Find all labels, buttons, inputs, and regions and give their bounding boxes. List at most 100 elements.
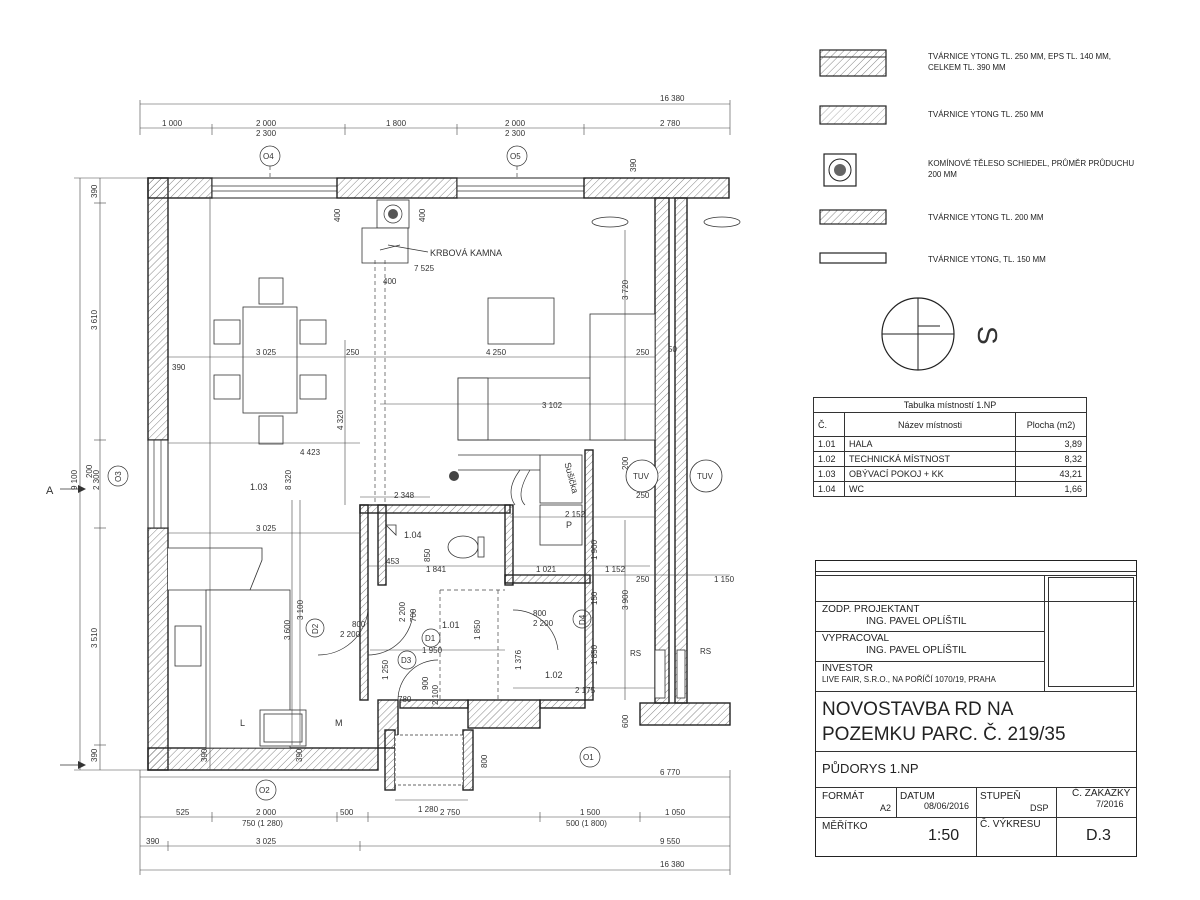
tb-drawing-no-value: D.3 xyxy=(1086,827,1111,844)
dim-left-4: 200 xyxy=(85,464,94,478)
axis-O2: O2 xyxy=(259,786,270,795)
section-A: A xyxy=(46,485,54,497)
north-arrow-icon: S xyxy=(881,297,1003,371)
dim-i-51: 390 xyxy=(295,748,304,762)
tb-format-label: FORMÁT xyxy=(822,791,865,802)
dim-bottom-6770: 6 770 xyxy=(660,768,681,777)
dim-left-2: 3 610 xyxy=(90,309,99,330)
tb-format-value: A2 xyxy=(880,803,892,813)
tb-scale-label: MĚŘÍTKO xyxy=(822,821,868,832)
dim-i-26: 1 152 xyxy=(605,565,626,574)
label-L: L xyxy=(240,718,245,728)
dim-i-18: 250 xyxy=(636,491,650,500)
dim-i-35: 3 100 xyxy=(296,599,305,620)
dim-i-24: 1 021 xyxy=(536,565,557,574)
dim-i-44: 1 250 xyxy=(381,659,390,680)
dim-i-37: 800 xyxy=(352,620,366,629)
tb-scale-value: 1:50 xyxy=(928,827,960,844)
north-label: S xyxy=(972,326,1003,345)
dim-i-8: 250 xyxy=(346,348,360,357)
dim-bottom-1: 525 xyxy=(176,808,190,817)
dim-i-6: 390 xyxy=(172,363,186,372)
staircase: Sušička P xyxy=(449,439,583,546)
wc xyxy=(385,524,485,559)
dim-left-1: 390 xyxy=(90,184,99,198)
dim-i-40: 1 950 xyxy=(422,646,443,655)
tb-vyprac-label: VYPRACOVAL xyxy=(822,633,890,644)
dim-left-5: 2 300 xyxy=(92,469,101,490)
dim-i-31: 800 xyxy=(533,609,547,618)
axis-O3: O3 xyxy=(114,471,123,482)
dim-i-22: 850 xyxy=(423,548,432,562)
tb-date-label: DATUM xyxy=(900,791,935,802)
title-block: ZODP. PROJEKTANT ING. PAVEL OPLÍŠTIL VYP… xyxy=(815,560,1137,857)
tb-vyprac-name: ING. PAVEL OPLÍŠTIL xyxy=(866,645,967,656)
dim-i-14: 8 320 xyxy=(284,469,293,490)
tb-stage-value: DSP xyxy=(1030,803,1049,813)
dim-bottom-3: 500 xyxy=(340,808,354,817)
dim-i-0: 400 xyxy=(333,208,342,222)
dim-top-1: 1 000 xyxy=(162,119,183,128)
rooms-th-name: Název místnosti xyxy=(844,412,1016,437)
dim-i-38: 2 200 xyxy=(340,630,361,639)
dim-i-20: 3 025 xyxy=(256,524,277,533)
dim-i-19: 2 152 xyxy=(565,510,586,519)
dim-left-3: 9 100 xyxy=(70,469,79,490)
dim-i-33: 700 xyxy=(409,608,418,622)
tb-drawing-no-label: Č. VÝKRESU xyxy=(980,819,1041,830)
dim-i-27: 250 xyxy=(636,575,650,584)
legend-text-4: TVÁRNICE YTONG TL. 200 MM xyxy=(928,213,1044,222)
door-D3: D3 xyxy=(401,656,412,665)
dim-left-7: 390 xyxy=(90,748,99,762)
dim-i-46: 2 100 xyxy=(431,684,440,705)
label-P: P xyxy=(566,520,572,530)
dim-i-47: 780 xyxy=(398,695,412,704)
tb-order-value: 7/2016 xyxy=(1096,799,1124,809)
dim-top-7: 2 780 xyxy=(660,119,681,128)
dim-top-2: 2 000 xyxy=(256,119,277,128)
label-M: M xyxy=(335,718,343,728)
dim-i-5: 390 xyxy=(629,158,638,172)
dim-i-50: 1 280 xyxy=(418,805,439,814)
dim-i-42: 1 850 xyxy=(590,644,599,665)
room-1.04: 1.04 xyxy=(404,530,422,540)
dim-bottom-5b: 500 (1 800) xyxy=(566,819,607,828)
tb-order-label: Č. ZAKÁZKY xyxy=(1072,788,1131,799)
dim-i-29: 1 150 xyxy=(714,575,735,584)
dim-top-total: 16 380 xyxy=(660,94,685,103)
tb-drawing-name: PŮDORYS 1.NP xyxy=(822,761,919,776)
legend-text-3: KOMÍNOVÉ TĚLESO SCHIEDEL, PRŮMĚR PRŮDUCH… xyxy=(928,159,1135,179)
dim-i-4: 3 720 xyxy=(621,279,630,300)
left-dimension-lines: 390 3 610 9 100 200 2 300 3 510 390 A xyxy=(46,177,148,771)
boilers: TUV TUV RS RS xyxy=(625,459,723,699)
chimney-symbol-icon xyxy=(823,153,857,187)
axis-O4: O4 xyxy=(263,152,274,161)
fireplace-label: KRBOVÁ KAMNA xyxy=(430,248,502,258)
dim-bottom-8: 3 025 xyxy=(256,837,277,846)
legend-symbol-200 xyxy=(819,209,887,225)
dashed-lines xyxy=(374,260,505,700)
rs-2: RS xyxy=(700,647,711,656)
dim-i-13: 4 320 xyxy=(336,409,345,430)
dim-i-28: 3 900 xyxy=(621,589,630,610)
dim-i-52: 600 xyxy=(621,714,630,728)
rs-1: RS xyxy=(630,649,641,658)
tb-stage-label: STUPEŇ xyxy=(980,791,1021,802)
exterior-walls xyxy=(147,177,731,771)
dim-i-12: 3 102 xyxy=(542,401,563,410)
top-dimension-lines: 16 380 1 000 2 000 2 300 1 800 2 000 2 3… xyxy=(139,94,731,138)
dim-top-6: 2 300 xyxy=(505,129,526,138)
dim-i-17: 200 xyxy=(621,456,630,470)
axis-O5: O5 xyxy=(510,152,521,161)
dim-bottom-7: 390 xyxy=(146,837,160,846)
dim-i-15: 4 423 xyxy=(300,448,321,457)
kitchen: L M xyxy=(167,528,343,749)
legend-symbol-390 xyxy=(819,49,887,77)
legend-text-1: TVÁRNICE YTONG TL. 250 MM, EPS TL. 140 M… xyxy=(928,52,1112,72)
dim-i-43: 2 175 xyxy=(575,686,596,695)
dim-bottom-6: 1 050 xyxy=(665,808,686,817)
axis-O1: O1 xyxy=(583,753,594,762)
dim-i-41: 1 376 xyxy=(514,649,523,670)
tuv-2: TUV xyxy=(697,472,714,481)
